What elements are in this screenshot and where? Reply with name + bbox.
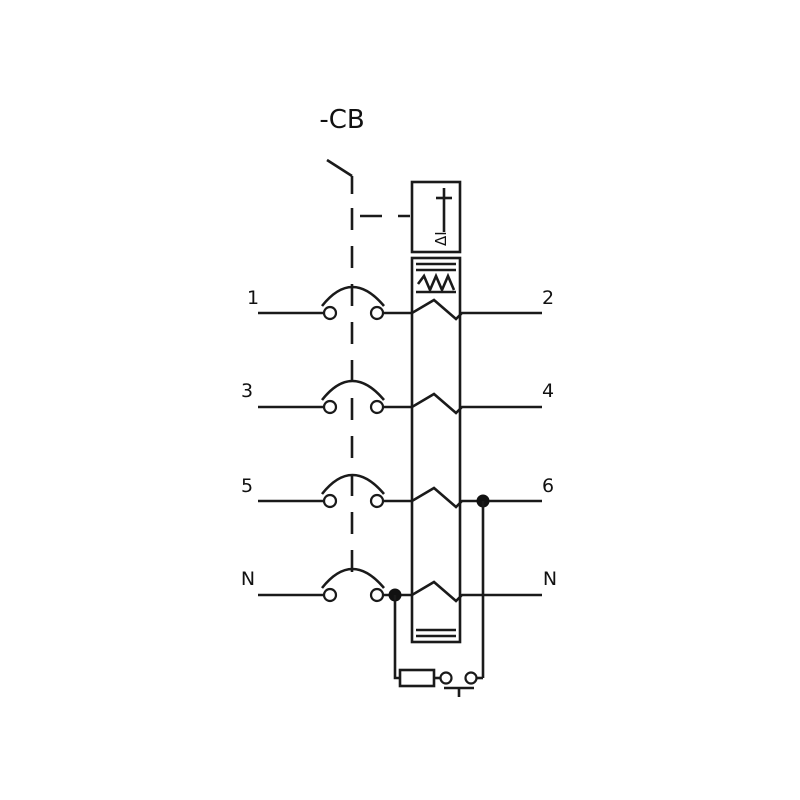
terminal-label-5: 5	[241, 475, 253, 497]
line-out-through-ct	[383, 580, 542, 603]
test-button-contact-right	[464, 671, 478, 685]
terminal-label-1: 1	[247, 287, 259, 309]
test-button-contact-left	[439, 671, 453, 685]
contact-arc	[320, 285, 385, 307]
terminal-label-2: 2	[542, 287, 554, 309]
handle-lever	[326, 158, 353, 178]
contact-arc	[320, 567, 385, 589]
contact-arc	[320, 473, 385, 495]
contact-terminal-left	[322, 587, 338, 603]
terminal-label-n-left: N	[241, 568, 255, 590]
trip-unit-box	[410, 180, 462, 254]
pole-neutral: N N	[241, 567, 557, 603]
trip-unit-symbol: ΔI	[432, 231, 450, 246]
contact-terminal-left	[322, 399, 338, 415]
current-transformer	[410, 256, 462, 644]
terminal-label-3: 3	[241, 380, 253, 402]
ct-secondary-winding	[416, 272, 456, 294]
device-label: -CB	[319, 105, 364, 135]
test-resistor	[398, 668, 436, 688]
contact-terminal-right	[369, 305, 385, 321]
pole-3: 3 4	[241, 379, 554, 415]
pole-5: 5 6	[241, 473, 554, 509]
contact-terminal-right	[369, 493, 385, 509]
contact-terminal-right	[369, 399, 385, 415]
contact-arc	[320, 379, 385, 401]
terminal-label-4: 4	[542, 380, 554, 402]
contact-terminal-left	[322, 493, 338, 509]
line-out-through-ct	[383, 392, 542, 415]
contact-terminal-right	[369, 587, 385, 603]
pole-1: 1 2	[247, 285, 554, 321]
line-out-through-ct	[383, 486, 542, 509]
test-circuit	[393, 501, 485, 697]
test-wire-from-neutral	[393, 595, 400, 680]
line-out-through-ct	[383, 298, 542, 321]
terminal-label-6: 6	[542, 475, 554, 497]
contact-terminal-left	[322, 305, 338, 321]
terminal-label-n-right: N	[543, 568, 557, 590]
